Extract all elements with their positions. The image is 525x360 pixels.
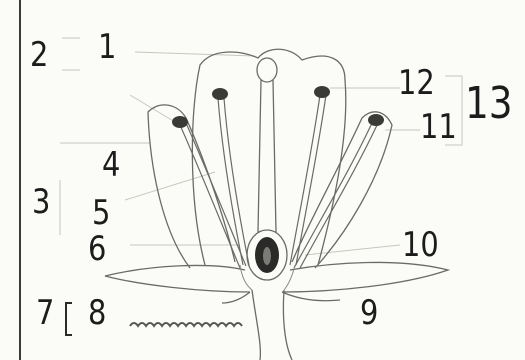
stalk [252, 290, 292, 360]
label-12: 12 [398, 66, 435, 100]
stalk-right-edge [283, 290, 292, 360]
anther-far-right [368, 114, 384, 126]
left-sepal [105, 265, 250, 292]
label-line-2 [62, 38, 80, 70]
anther-right [314, 86, 330, 98]
left-petal [148, 105, 235, 268]
stigma [257, 58, 277, 82]
label-9: 9 [360, 296, 378, 330]
stalk-left-edge [252, 290, 260, 360]
bracket-7 [66, 303, 72, 335]
label-line-4 [60, 95, 175, 143]
receptacle-right-line [284, 265, 295, 290]
label-7: 7 [36, 296, 54, 330]
ovule-cavity [263, 247, 271, 265]
anthers [172, 86, 384, 128]
anther-far-left [172, 116, 188, 128]
stamen-right-filament [290, 95, 326, 265]
label-1: 1 [98, 30, 116, 64]
hatch-mark-8 [130, 323, 242, 326]
label-line-10 [305, 245, 400, 255]
stamens [180, 95, 378, 268]
right-sepal [282, 262, 448, 292]
label-6: 6 [88, 232, 106, 266]
stamen-left-filament [218, 98, 249, 265]
label-5: 5 [92, 196, 110, 230]
label-11: 11 [420, 110, 457, 144]
label-4: 4 [102, 148, 120, 182]
label-10: 10 [402, 228, 439, 262]
sepals [105, 262, 448, 303]
style [258, 80, 276, 232]
sepal-under-left [222, 292, 250, 303]
label-13: 13 [465, 82, 513, 126]
label-8: 8 [88, 296, 106, 330]
anther-left [212, 88, 228, 100]
label-2: 2 [30, 38, 48, 72]
sepal-under-right [282, 292, 340, 301]
label-3: 3 [32, 185, 50, 219]
